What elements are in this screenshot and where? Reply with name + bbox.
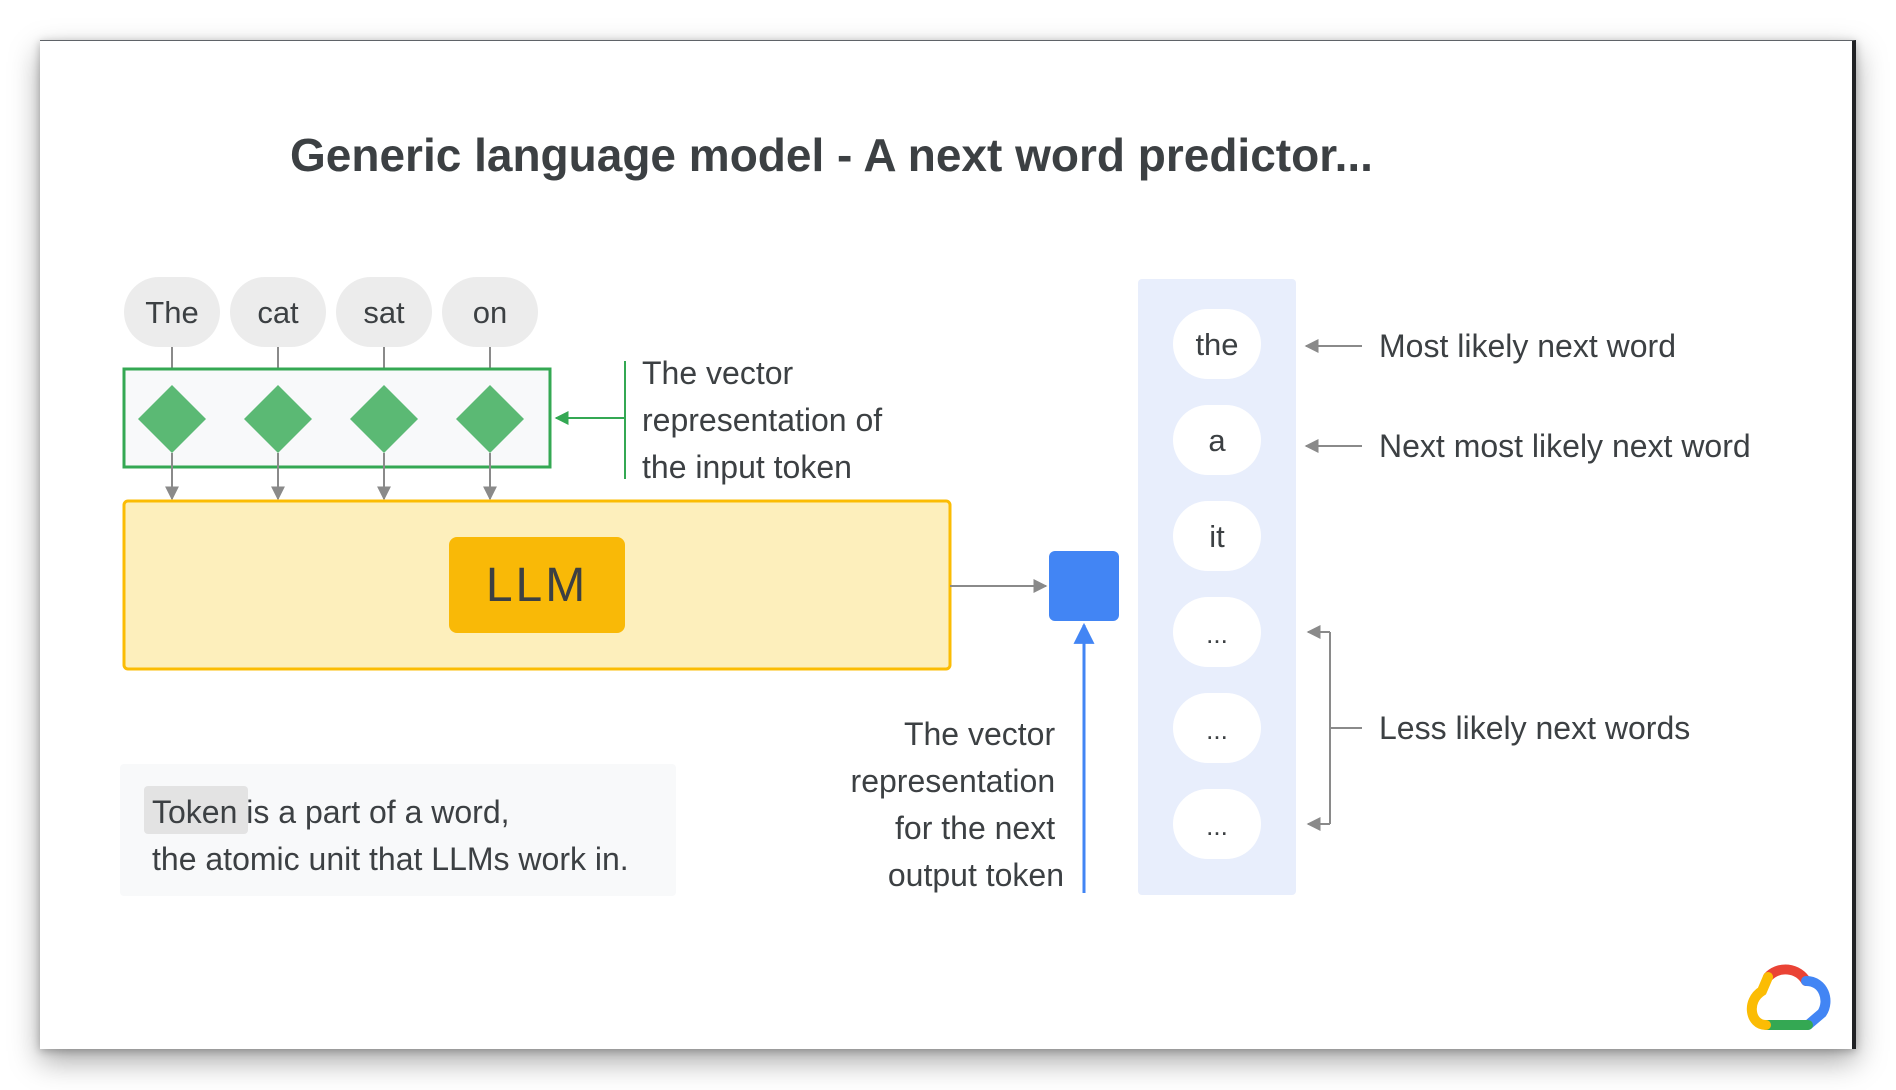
vector-diamond [138,385,206,453]
input-token-label: cat [257,295,299,330]
output-vector-label-line: representation [851,763,1056,799]
input-token-the: The [124,277,220,347]
less-likely-bracket [1306,625,1362,831]
candidate-list: the a it ... ... [1173,309,1261,859]
output-vector-label: The vector representation for the next o… [851,716,1064,893]
vector-diamond [456,385,524,453]
output-vector-label-line: for the next [895,810,1055,846]
output-vector-label-line: The vector [904,716,1056,752]
llm-box [449,537,625,633]
logo-arc-blue [1801,976,1831,1030]
candidate-word: ... [1173,693,1261,763]
input-token-sat: sat [336,277,432,347]
input-token-row: The cat sat on [124,277,538,347]
token-note-line2: the atomic unit that LLMs work in. [152,841,629,877]
less-likely-label: Less likely next words [1379,710,1690,746]
candidate-word: a [1173,405,1261,475]
candidate-word-label: ... [1206,715,1228,745]
diagram-canvas: Generic language model - A next word pre… [120,129,1831,1030]
llm-label: LLM [486,559,588,612]
candidate-word: ... [1173,597,1261,667]
next-most-likely-label: Next most likely next word [1379,428,1751,464]
input-token-on: on [442,277,538,347]
google-cloud-logo [1747,964,1831,1030]
input-vector-label: The vector representation of the input t… [642,355,891,485]
logo-arc-red [1763,964,1811,986]
vector-diamond [244,385,312,453]
logo-arc-yellow [1747,972,1773,1030]
input-token-label: The [145,295,198,330]
slide: Generic language model - A next word pre… [40,40,1856,1049]
page-title: Generic language model - A next word pre… [290,129,1373,181]
candidate-word-label: ... [1206,619,1228,649]
candidate-word-label: it [1209,519,1225,554]
candidate-word-label: a [1208,423,1226,458]
input-vector-label-line: The vector [642,355,794,391]
candidate-word: the [1173,309,1261,379]
embedding-llm-arrows [165,453,497,501]
most-likely-label: Most likely next word [1379,328,1676,364]
input-token-label: sat [363,295,405,330]
token-term: Token [152,794,237,830]
token-note-line1: Token is a part of a word, [152,794,510,830]
candidate-word-label: the [1195,327,1238,362]
input-vector-label-line: the input token [642,449,852,485]
output-vector-label-line: output token [888,857,1064,893]
vector-diamond [350,385,418,453]
embedding-diamonds [138,385,524,453]
output-vector-square [1049,551,1119,621]
candidate-word: ... [1173,789,1261,859]
token-note-box [120,764,676,896]
input-token-label: on [473,295,507,330]
token-term-highlight [144,786,248,834]
token-note-rest: is a part of a word, [237,794,509,830]
candidate-word: it [1173,501,1261,571]
input-token-cat: cat [230,277,326,347]
input-vector-label-line: representation of [642,402,882,438]
candidate-word-label: ... [1206,811,1228,841]
